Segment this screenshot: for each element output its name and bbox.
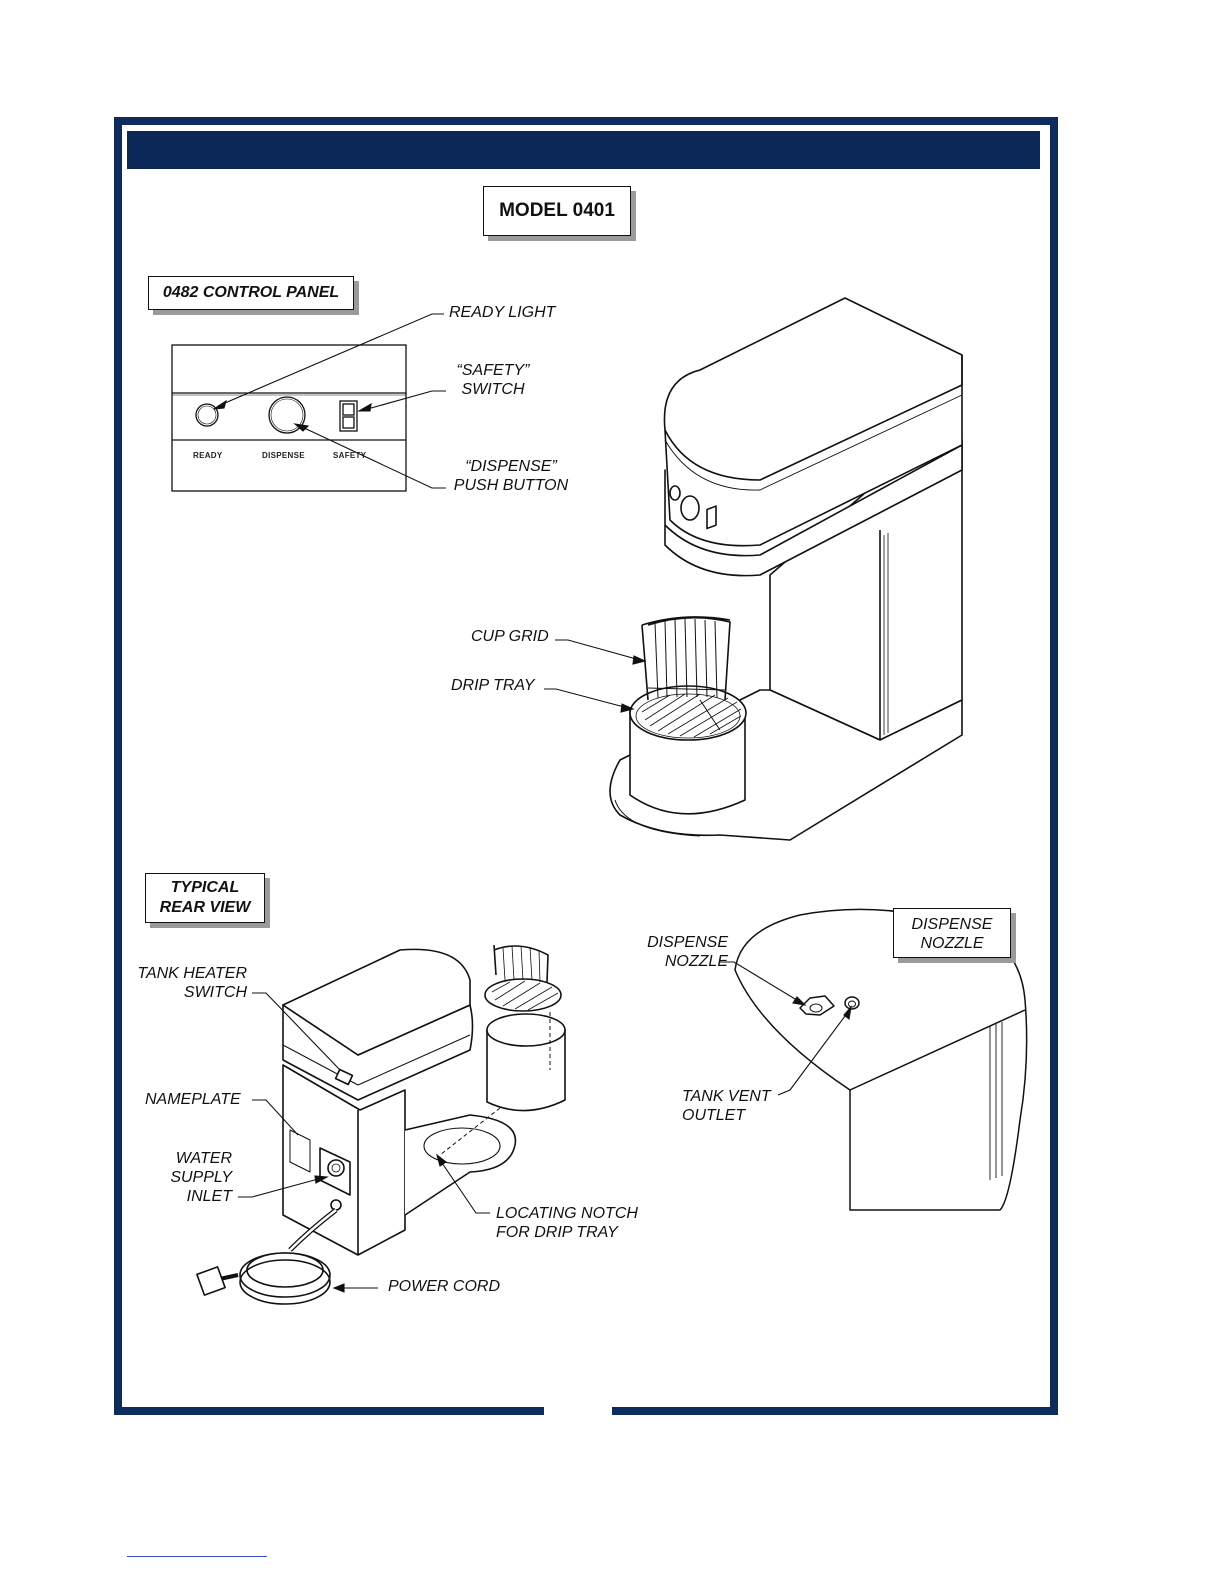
model-title-box: MODEL 0401	[483, 186, 631, 236]
control-panel-drawing	[172, 345, 406, 491]
callout-dispense-nozzle: DISPENSE NOZZLE	[628, 933, 728, 971]
callout-water-supply-inlet: WATER SUPPLY INLET	[140, 1149, 232, 1206]
rear-view-heading: TYPICAL REAR VIEW	[145, 873, 265, 923]
panel-label-dispense: DISPENSE	[262, 451, 305, 460]
callout-lines-panel	[214, 314, 446, 488]
title-bar	[127, 131, 1040, 169]
callout-power-cord: POWER CORD	[388, 1277, 500, 1296]
callout-cup-grid: CUP GRID	[471, 627, 549, 646]
nozzle-heading: DISPENSE NOZZLE	[893, 908, 1011, 958]
callout-ready-light: READY LIGHT	[449, 303, 555, 322]
panel-label-ready: READY	[193, 451, 223, 460]
callout-locating-notch: LOCATING NOTCH FOR DRIP TRAY	[496, 1204, 638, 1242]
callout-drip-tray: DRIP TRAY	[451, 676, 535, 695]
brewer-rear-view	[197, 945, 565, 1304]
callout-safety-switch: “SAFETY” SWITCH	[448, 361, 538, 399]
callout-lines-front	[544, 640, 645, 712]
callout-tank-heater-switch: TANK HEATER SWITCH	[120, 964, 247, 1002]
control-panel-heading: 0482 CONTROL PANEL	[148, 276, 354, 310]
callout-nameplate: NAMEPLATE	[145, 1090, 241, 1109]
callout-dispense-button: “DISPENSE” PUSH BUTTON	[448, 457, 574, 495]
footer-underline	[127, 1556, 267, 1557]
callout-tank-vent-outlet: TANK VENT OUTLET	[682, 1087, 771, 1125]
brewer-front-view	[610, 298, 962, 840]
panel-label-safety: SAFETY	[333, 451, 366, 460]
